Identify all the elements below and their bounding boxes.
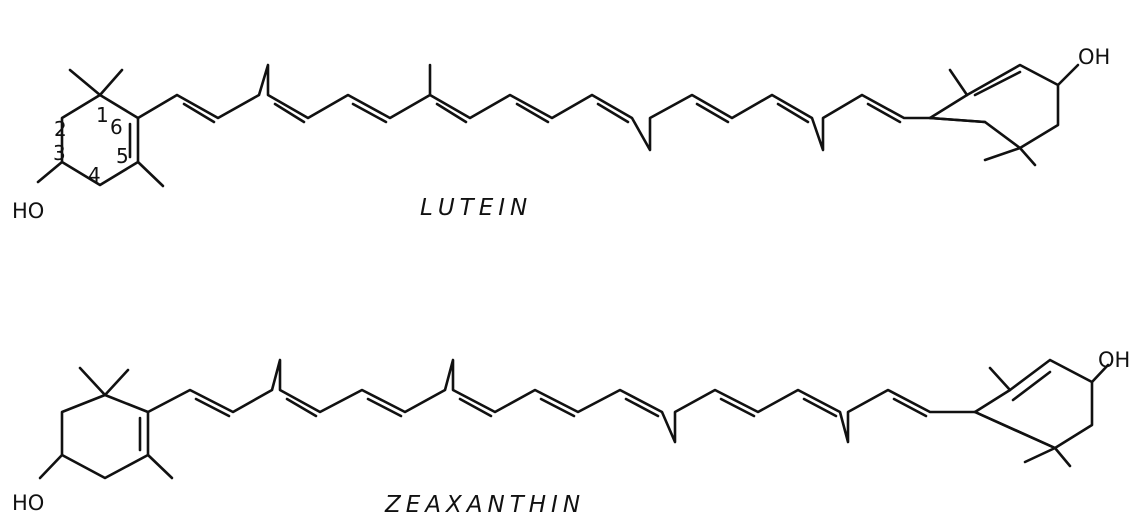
zeaxanthin-name-label: ZEAXANTHIN	[384, 492, 585, 518]
lutein-polyene-chain	[136, 63, 932, 152]
lutein-ring-numbers: 1 2 3 4 5 6	[53, 103, 129, 187]
ring-number-1: 1	[96, 103, 109, 127]
ring-number-6: 6	[110, 115, 123, 139]
ring-number-5: 5	[116, 144, 129, 168]
zeaxanthin-polyene-chain	[146, 358, 977, 444]
zeaxanthin-right-hydroxyl: OH	[1098, 348, 1130, 372]
zeaxanthin-right-ring	[973, 358, 1110, 468]
ring-number-3: 3	[53, 141, 66, 165]
lutein-right-ring	[928, 63, 1080, 167]
lutein-left-hydroxyl: HO	[12, 199, 44, 223]
zeaxanthin-left-hydroxyl: HO	[12, 491, 44, 515]
ring-number-2: 2	[54, 117, 67, 141]
ring-number-4: 4	[88, 163, 101, 187]
zeaxanthin-left-ring	[38, 366, 174, 480]
zeaxanthin-structure: HO OH ZEAXANTHIN	[12, 348, 1130, 518]
lutein-right-hydroxyl: OH	[1078, 45, 1110, 69]
lutein-name-label: LUTEIN	[420, 195, 532, 221]
lutein-structure: 1 2 3 4 5 6 HO O	[12, 45, 1110, 223]
